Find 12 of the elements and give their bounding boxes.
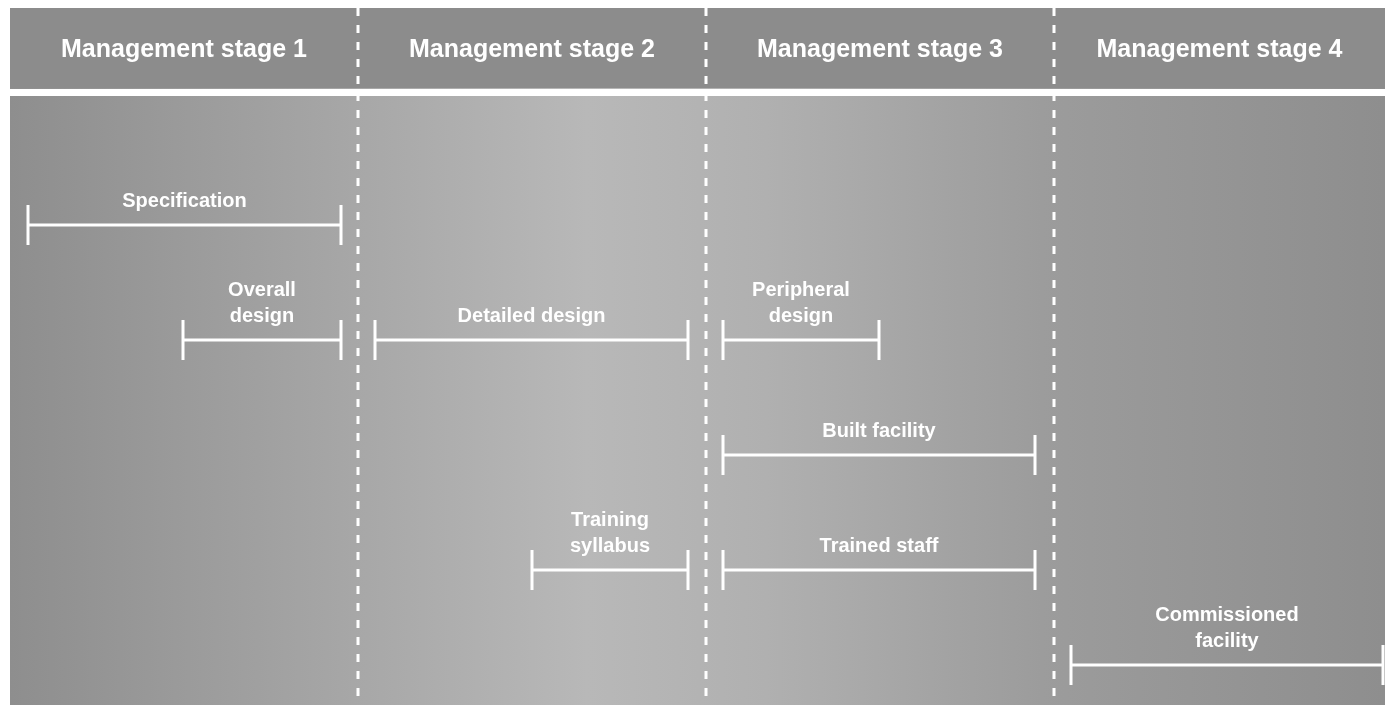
timespan-label: Overall design bbox=[227, 277, 297, 328]
stage-heading: Management stage 2 bbox=[408, 33, 656, 64]
stage-heading: Management stage 1 bbox=[60, 33, 308, 64]
timespan-label: Detailed design bbox=[456, 303, 607, 328]
timespan-label: Specification bbox=[121, 188, 248, 213]
timespan-label: Trained staff bbox=[818, 533, 940, 558]
timespan-label: Training syllabus bbox=[568, 507, 651, 558]
timespan-label: Peripheral design bbox=[751, 277, 851, 328]
stage-heading: Management stage 3 bbox=[756, 33, 1004, 64]
timespan-label: Built facility bbox=[821, 418, 937, 443]
stage-heading: Management stage 4 bbox=[1095, 33, 1344, 64]
timespan-label: Commissioned facility bbox=[1154, 602, 1300, 653]
